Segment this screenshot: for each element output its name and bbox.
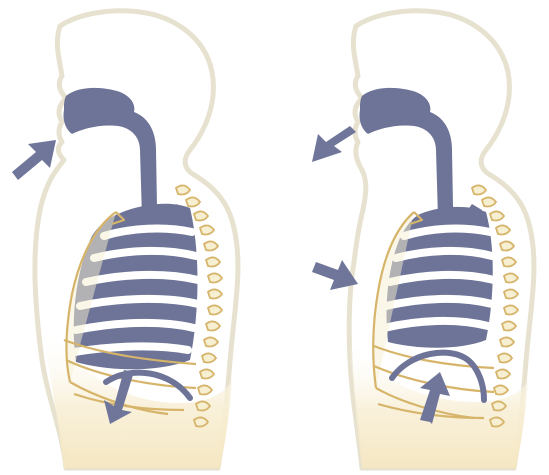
airflow-out-arrow: [312, 126, 356, 162]
airflow-in-arrow: [12, 140, 56, 180]
inhalation-figure: [12, 11, 238, 468]
exhalation-figure: [312, 11, 534, 468]
